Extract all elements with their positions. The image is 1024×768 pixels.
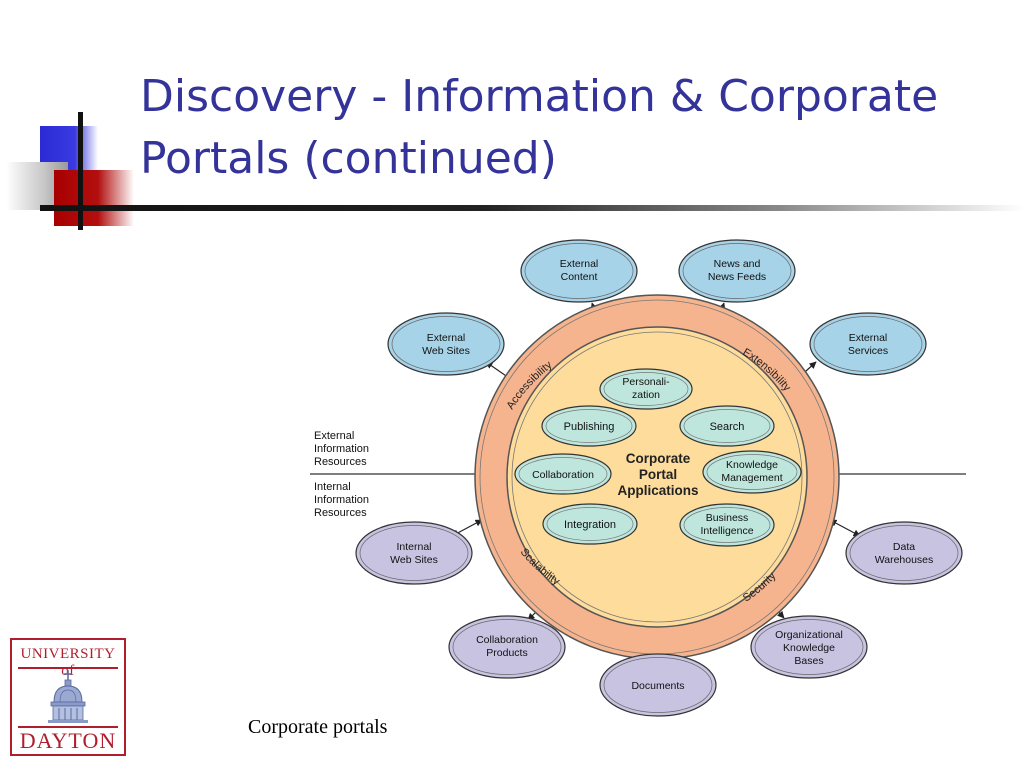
external-node-external-web-sites: External Web Sites	[387, 312, 505, 376]
internal-node-collaboration-products-line-1: Collaboration	[476, 634, 538, 646]
external-label-line-2: Information	[314, 443, 369, 455]
internal-label-line-1: Internal	[314, 481, 351, 493]
internal-node-collaboration-products-line-2: Products	[486, 647, 527, 659]
inner-node-business-intelligence-line-1: Business	[706, 512, 749, 524]
inner-node-knowledge-management: Knowledge Management	[702, 450, 802, 494]
logo-text-bottom: DAYTON	[19, 728, 117, 753]
inner-node-publishing: Publishing	[541, 405, 637, 447]
internal-node-knowledge-bases-line-1: Organizational	[775, 629, 843, 641]
external-resources-label: External Information Resources	[314, 430, 369, 468]
arrow-data-warehouses	[829, 519, 861, 537]
external-label-line-1: External	[314, 430, 354, 442]
inner-node-publishing-label: Publishing	[564, 421, 615, 433]
external-node-external-services-line-1: External	[849, 332, 888, 344]
external-node-external-content-line-1: External	[560, 258, 599, 270]
internal-node-internal-web-sites: Internal Web Sites	[355, 521, 473, 585]
internal-node-data-warehouses-line-1: Data	[893, 541, 915, 553]
external-node-external-web-sites-line-1: External	[427, 332, 466, 344]
external-label-line-3: Resources	[314, 456, 367, 468]
inner-node-integration: Integration	[542, 503, 638, 545]
portal-inner-circle-edge	[511, 331, 803, 623]
portal-inner-circle	[506, 326, 808, 628]
inner-node-search: Search	[679, 405, 775, 447]
inner-node-personalization-line-1: Personali-	[622, 376, 670, 388]
external-node-external-content: External Content	[520, 239, 638, 303]
inner-node-personalization-line-2: zation	[632, 389, 660, 401]
inner-node-collaboration-label: Collaboration	[532, 469, 594, 481]
external-node-news-feeds-line-2: News Feeds	[708, 271, 766, 283]
internal-node-collaboration-products: Collaboration Products	[448, 615, 566, 679]
internal-node-internal-web-sites-line-2: Web Sites	[390, 554, 438, 566]
internal-resources-label: Internal Information Resources	[314, 481, 369, 519]
inner-node-personalization: Personali- zation	[599, 368, 693, 410]
title-line-1: Discovery - Information & Corporate	[140, 71, 939, 122]
internal-node-data-warehouses-line-2: Warehouses	[875, 554, 934, 566]
internal-node-data-warehouses: Data Warehouses	[845, 521, 963, 585]
internal-node-documents: Documents	[599, 653, 717, 717]
title-line-2: Portals (continued)	[140, 133, 557, 184]
university-logo: UNIVERSITY of DAYTON	[10, 638, 126, 756]
external-node-external-services: External Services	[809, 312, 927, 376]
center-label-line-3: Applications	[617, 483, 698, 498]
center-label-line-1: Corporate	[626, 451, 691, 466]
corporate-portal-diagram: External Information Resources Internal …	[310, 239, 966, 717]
title-underline	[40, 205, 1024, 211]
external-node-external-web-sites-line-2: Web Sites	[422, 345, 470, 357]
inner-node-integration-label: Integration	[564, 519, 616, 531]
decor-red-square	[54, 170, 134, 226]
internal-node-internal-web-sites-line-1: Internal	[396, 541, 431, 553]
inner-node-collaboration: Collaboration	[514, 453, 612, 495]
inner-node-business-intelligence: Business Intelligence	[679, 503, 775, 547]
internal-label-line-3: Resources	[314, 507, 367, 519]
internal-label-line-2: Information	[314, 494, 369, 506]
logo-rule-bottom	[18, 726, 118, 728]
internal-node-knowledge-bases-line-2: Knowledge	[783, 642, 835, 654]
inner-node-business-intelligence-line-2: Intelligence	[700, 525, 753, 537]
inner-node-knowledge-management-line-1: Knowledge	[726, 459, 778, 471]
inner-node-search-label: Search	[710, 421, 745, 433]
figure-caption: Corporate portals	[248, 716, 388, 738]
external-node-external-content-line-2: Content	[561, 271, 598, 283]
inner-node-knowledge-management-line-2: Management	[721, 472, 782, 484]
internal-node-organizational-knowledge-bases: Organizational Knowledge Bases	[750, 615, 868, 679]
external-node-news-feeds-line-1: News and	[714, 258, 761, 270]
external-node-external-services-line-2: Services	[848, 345, 888, 357]
internal-node-documents-label: Documents	[631, 680, 684, 692]
decor-vertical-line	[78, 112, 83, 230]
external-node-news-feeds: News and News Feeds	[678, 239, 796, 303]
chapel-dome-icon	[48, 670, 88, 723]
logo-rule-top	[18, 667, 118, 669]
center-label-line-2: Portal	[639, 467, 677, 482]
center-label: Corporate Portal Applications	[617, 451, 698, 498]
page-title: Discovery - Information & Corporate Port…	[140, 66, 1000, 190]
internal-node-knowledge-bases-line-3: Bases	[794, 655, 823, 667]
